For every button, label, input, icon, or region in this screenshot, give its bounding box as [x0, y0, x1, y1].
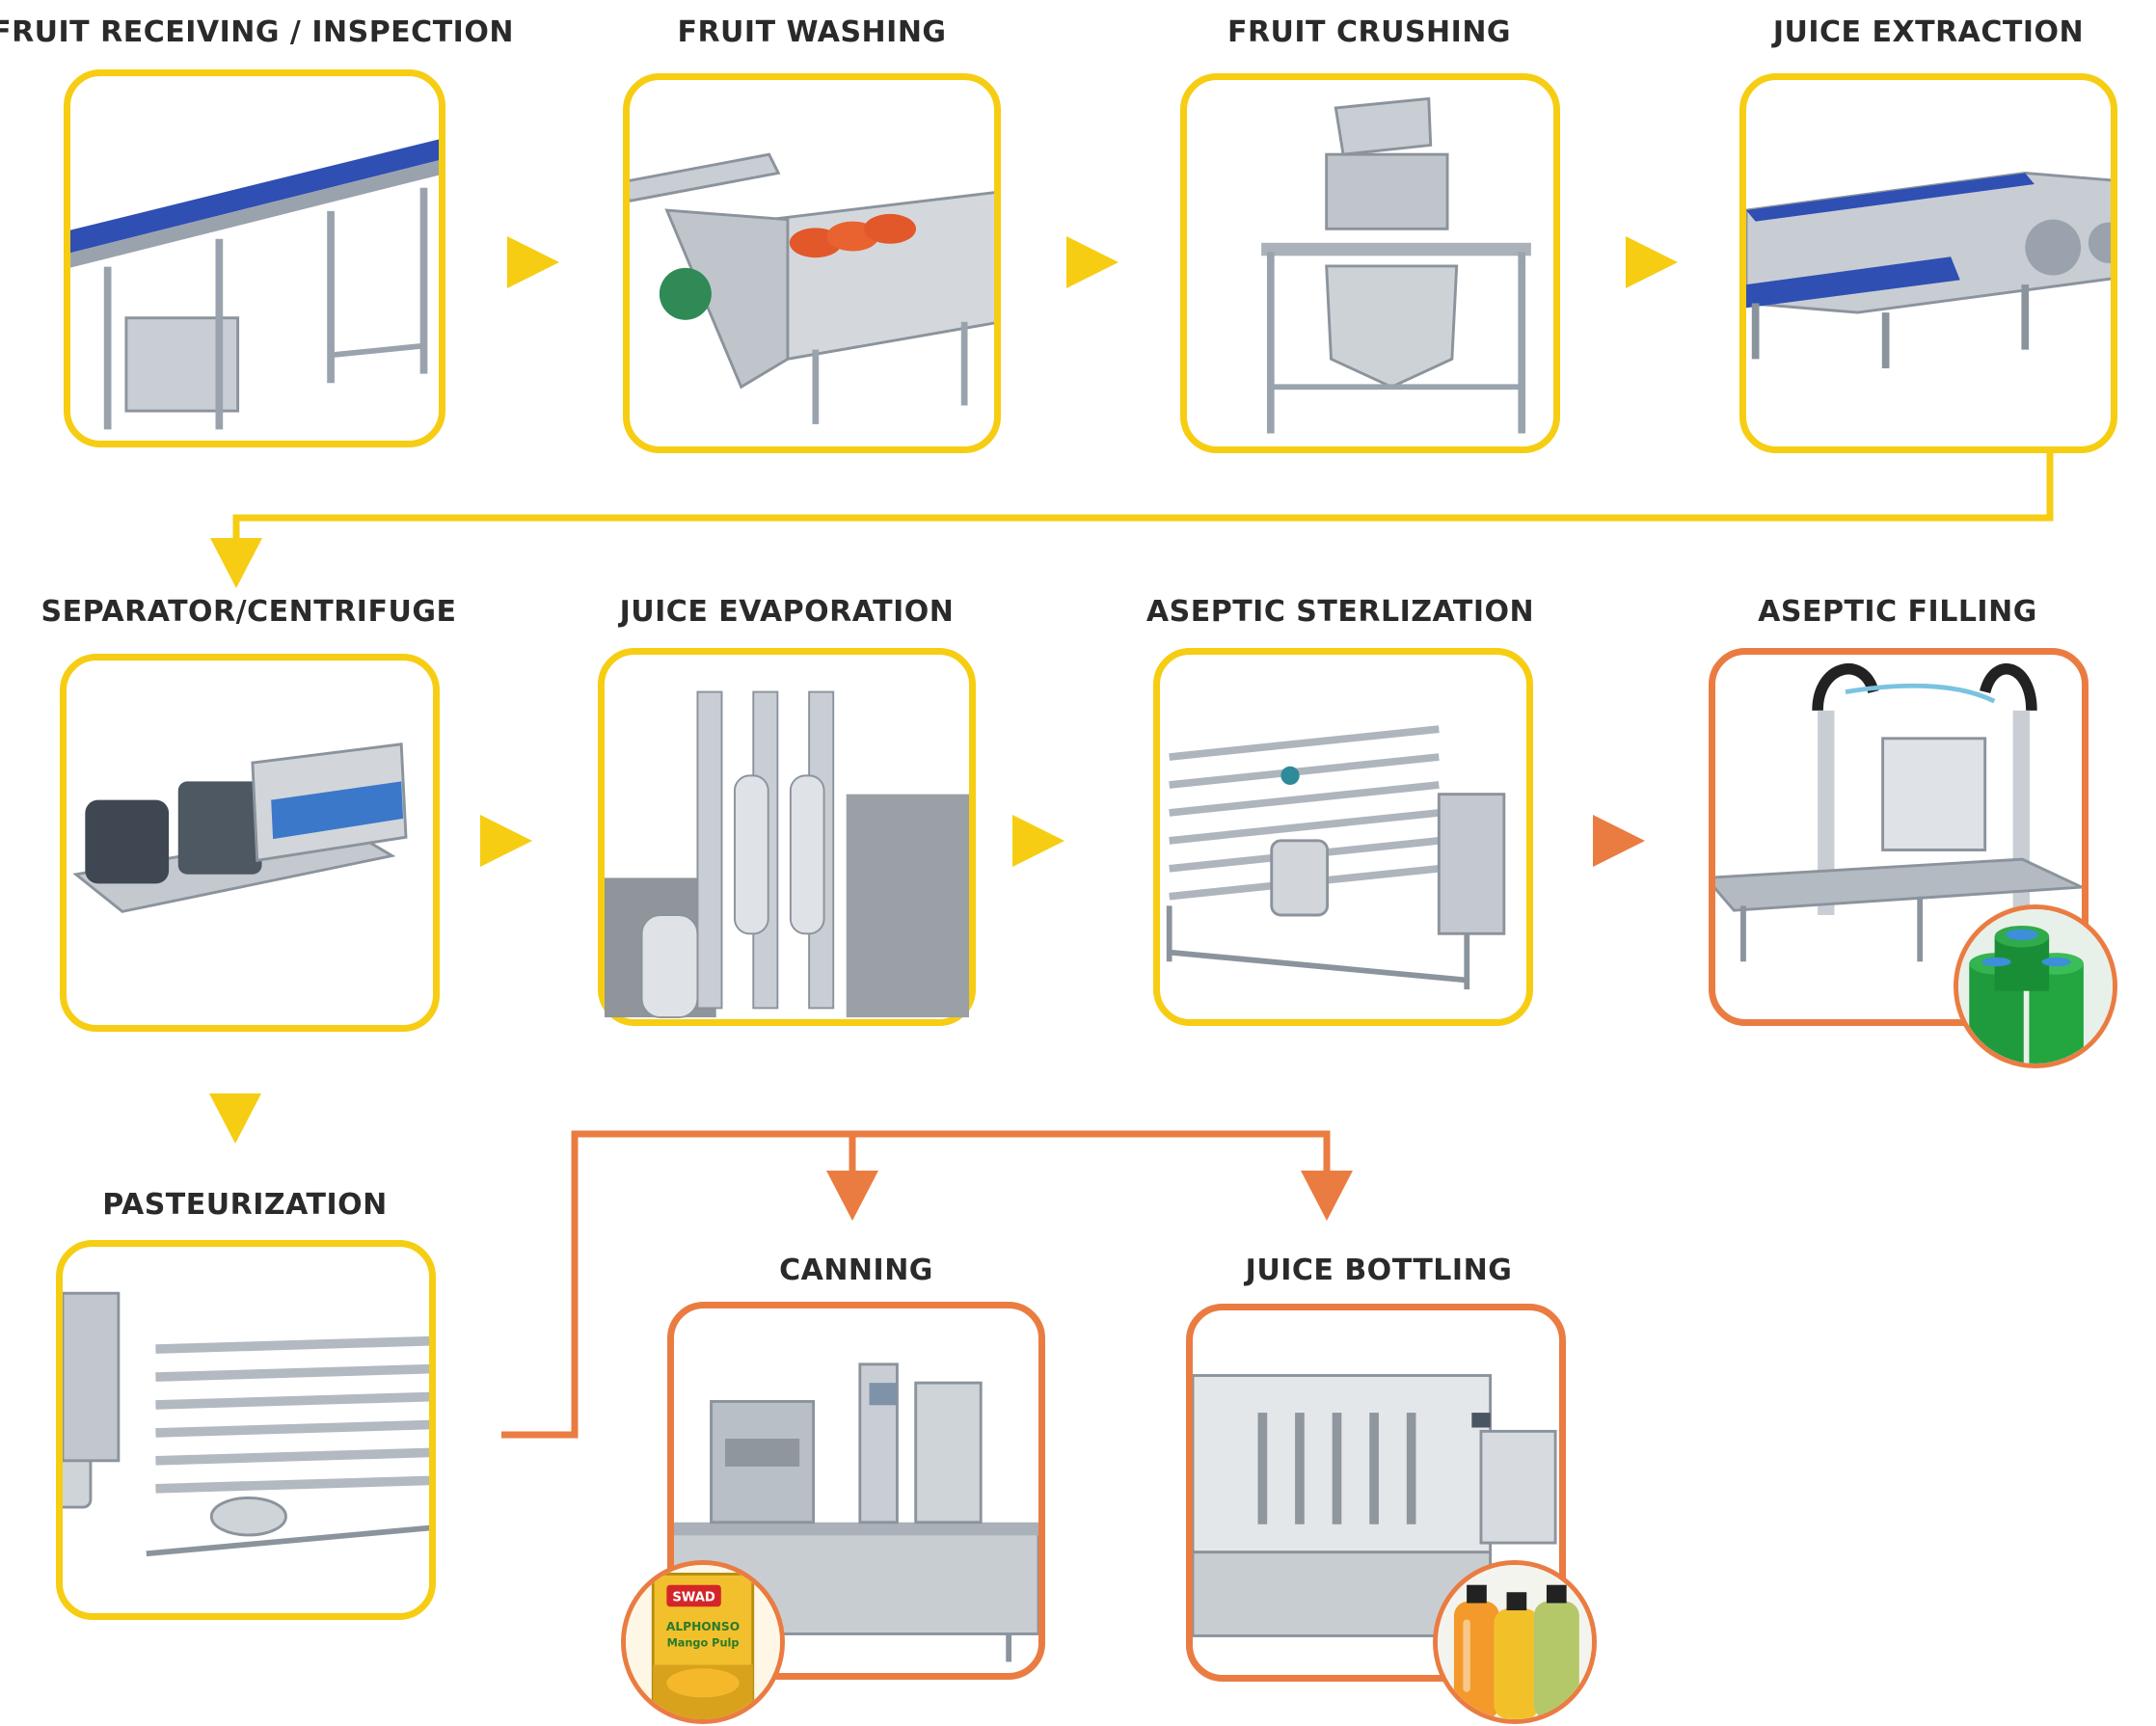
product-drums	[1954, 904, 2117, 1068]
arrow-to-bottling	[1301, 1171, 1353, 1221]
step-pasteurization	[56, 1240, 436, 1620]
step-sterilization	[1153, 648, 1533, 1026]
label-crushing: FRUIT CRUSHING	[1226, 15, 1512, 49]
step-washing	[623, 73, 1001, 453]
step-extraction	[1739, 73, 2117, 453]
label-canning: CANNING	[779, 1254, 933, 1287]
filler-icon	[1715, 663, 2082, 962]
can-brand: SWAD	[672, 1591, 715, 1605]
crusher-icon	[1261, 96, 1531, 434]
arrow-sterilization-to-filling	[1593, 815, 1645, 867]
label-pasteurization: PASTEURIZATION	[102, 1188, 388, 1222]
step-crushing	[1180, 73, 1560, 453]
step-separator	[60, 654, 440, 1032]
arrow-extraction-to-separator	[210, 538, 262, 588]
bottling-machine-icon	[1193, 1374, 1557, 1637]
belt-press-icon	[1746, 172, 2111, 368]
label-receiving: FRUIT RECEIVING / INSPECTION	[0, 15, 514, 49]
label-bottling: JUICE BOTTLING	[1245, 1254, 1513, 1287]
can-icon: SWAD ALPHONSO Mango Pulp	[626, 1565, 780, 1719]
pasteurizer-icon	[63, 1291, 429, 1557]
evaporator-icon	[605, 690, 969, 1019]
drums-icon	[1958, 909, 2113, 1064]
juice-bottles-icon	[1438, 1565, 1592, 1719]
product-bottles	[1433, 1560, 1597, 1724]
step-receiving	[64, 69, 445, 447]
connector-pasteurization-branch	[501, 1130, 1331, 1439]
arrow-evaporation-to-sterilization	[1012, 815, 1065, 867]
label-sterilization: ASEPTIC STERLIZATION	[1145, 595, 1535, 629]
conveyor-icon	[70, 139, 439, 430]
product-can: SWAD ALPHONSO Mango Pulp	[621, 1560, 785, 1724]
can-line2: Mango Pulp	[667, 1637, 740, 1650]
label-extraction: JUICE EXTRACTION	[1772, 15, 2085, 49]
arrow-receiving-to-washing	[507, 236, 559, 288]
arrow-separator-to-pasteurization	[209, 1093, 261, 1144]
connector-extraction-to-separator	[232, 453, 2054, 545]
arrow-separator-to-evaporation	[480, 815, 532, 867]
label-separator: SEPARATOR/CENTRIFUGE	[40, 595, 457, 629]
arrow-washing-to-crushing	[1066, 236, 1118, 288]
label-filling: ASEPTIC FILLING	[1758, 595, 2037, 629]
can-line1: ALPHONSO	[666, 1620, 740, 1633]
sterilizer-icon	[1166, 725, 1506, 990]
arrow-crushing-to-extraction	[1626, 236, 1678, 288]
arrow-to-canning	[826, 1171, 878, 1221]
label-evaporation: JUICE EVAPORATION	[619, 595, 955, 629]
step-evaporation	[598, 648, 976, 1026]
washer-icon	[630, 152, 994, 424]
centrifuge-icon	[72, 742, 408, 913]
label-washing: FRUIT WASHING	[677, 15, 947, 49]
